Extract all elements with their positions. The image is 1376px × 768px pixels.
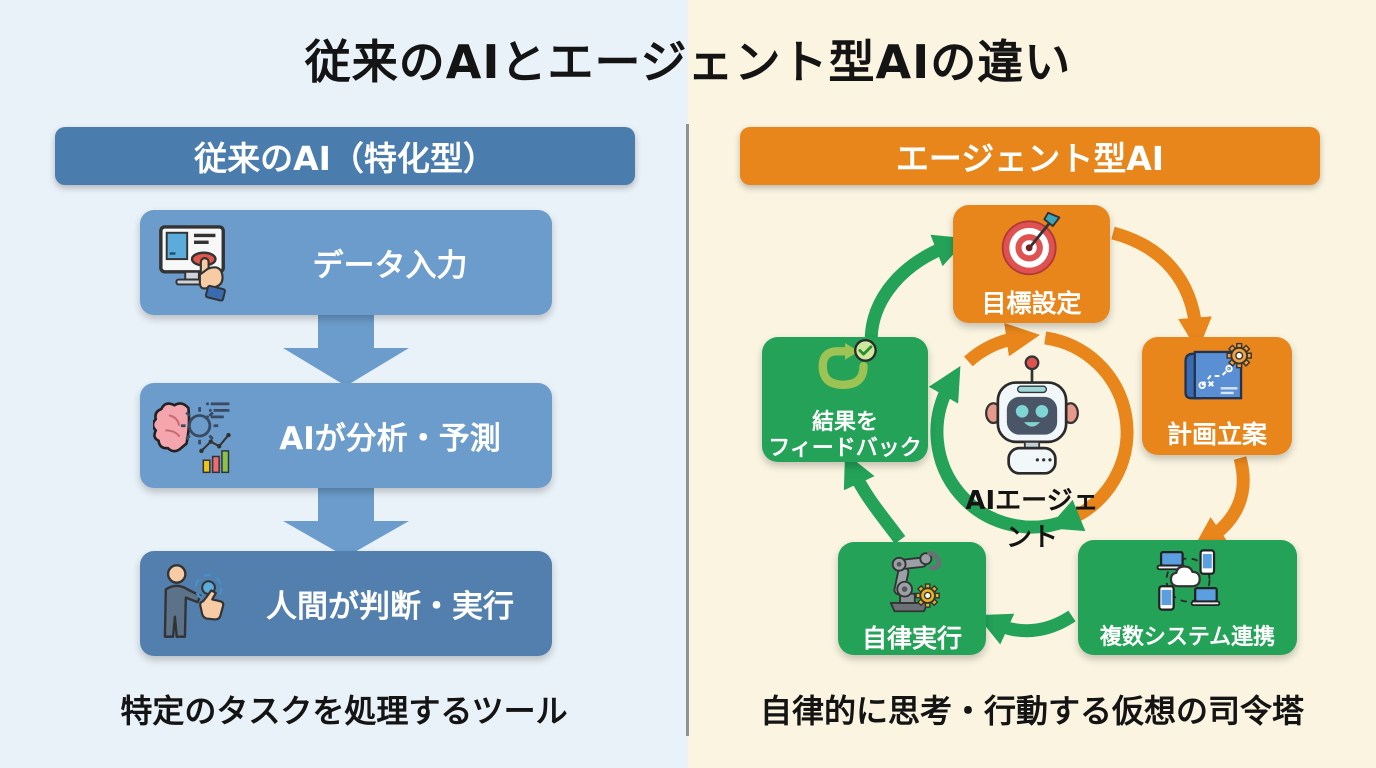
- node-feedback: 結果を フィードバック: [762, 337, 928, 462]
- left-panel-header: 従来のAI（特化型）: [55, 127, 635, 185]
- node-label: 複数システム連携: [1099, 625, 1276, 650]
- right-panel-header-label: エージェント型AI: [895, 139, 1165, 178]
- ai-agent-label: AIエージェント: [965, 486, 1099, 553]
- node-planning: 計画立案: [1142, 337, 1292, 455]
- right-panel-caption: 自律的に思考・行動する仮想の司令塔: [759, 692, 1304, 730]
- step-data-input: データ入力: [140, 210, 552, 315]
- node-label: 計画立案: [1166, 420, 1267, 449]
- left-panel-header-label: 従来のAI（特化型）: [194, 139, 496, 178]
- page-title: 従来のAIとエージェント型AIの違い: [304, 35, 1072, 89]
- feedback-cycle-icon: [806, 338, 884, 406]
- node-autonomous-execution: 自律実行: [838, 542, 986, 655]
- step-human-decision: 人間が判断・実行: [140, 551, 552, 656]
- computer-input-icon: [140, 222, 248, 304]
- node-multi-system: 複数システム連携: [1078, 540, 1297, 655]
- robot-arm-icon: [876, 544, 948, 621]
- node-label-line2: フィードバック: [768, 435, 922, 461]
- node-label: 目標設定: [981, 289, 1082, 318]
- human-decision-icon: [140, 562, 248, 646]
- node-label: 自律実行: [861, 623, 962, 653]
- node-goal-setting: 目標設定: [953, 205, 1110, 323]
- left-panel-caption: 特定のタスクを処理するツール: [120, 692, 568, 730]
- right-panel-header: エージェント型AI: [740, 127, 1320, 185]
- brain-analysis-icon: [140, 395, 248, 477]
- step-label: 人間が判断・実行: [266, 589, 514, 625]
- step-label: AIが分析・予測: [279, 421, 501, 457]
- target-icon: [996, 209, 1068, 286]
- connected-devices-icon: [1150, 545, 1226, 621]
- ai-agent-center: AIエージェント: [962, 352, 1102, 554]
- blueprint-icon: [1180, 342, 1254, 417]
- step-ai-analysis: AIが分析・予測: [140, 383, 552, 488]
- robot-icon: [978, 355, 1086, 480]
- step-label: データ入力: [312, 248, 468, 284]
- panel-divider: [686, 124, 689, 736]
- node-label-line1: 結果を: [811, 410, 878, 436]
